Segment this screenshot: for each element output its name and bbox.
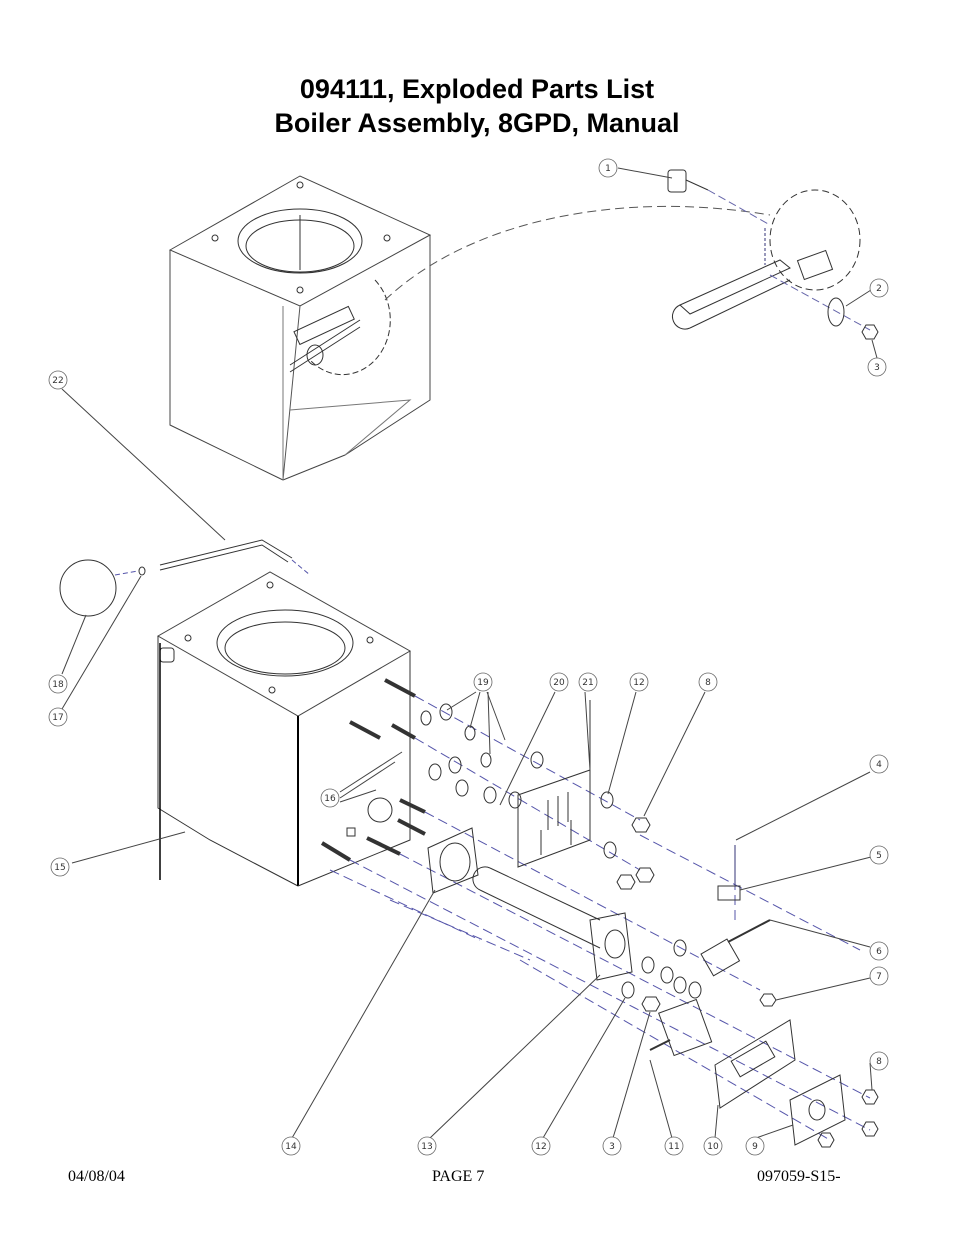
svg-text:18: 18 xyxy=(52,680,64,690)
svg-text:10: 10 xyxy=(707,1142,719,1152)
svg-text:9: 9 xyxy=(752,1142,758,1152)
svg-text:17: 17 xyxy=(52,713,63,723)
svg-text:3: 3 xyxy=(609,1142,615,1152)
callout-13: 13 xyxy=(417,1136,437,1156)
switch-assembly xyxy=(649,845,846,1146)
callout-12-top: 12 xyxy=(629,672,649,692)
svg-text:20: 20 xyxy=(553,678,565,688)
svg-text:7: 7 xyxy=(876,972,882,982)
element-detail xyxy=(667,169,879,340)
svg-text:14: 14 xyxy=(285,1142,297,1152)
svg-text:8: 8 xyxy=(705,678,711,688)
svg-text:22: 22 xyxy=(52,376,63,386)
callout-1: 1 xyxy=(598,158,618,178)
callout-19: 19 xyxy=(473,672,493,692)
svg-text:21: 21 xyxy=(582,678,593,688)
svg-text:11: 11 xyxy=(668,1142,679,1152)
svg-text:12: 12 xyxy=(633,678,644,688)
footer-page-number: PAGE 7 xyxy=(432,1168,485,1185)
callout-9: 9 xyxy=(745,1136,765,1156)
svg-text:6: 6 xyxy=(876,947,882,957)
callout-4: 4 xyxy=(869,754,889,774)
svg-text:13: 13 xyxy=(421,1142,432,1152)
svg-text:4: 4 xyxy=(876,760,882,770)
callout-17: 17 xyxy=(48,707,68,727)
svg-text:12: 12 xyxy=(535,1142,546,1152)
callout-3-bottom: 3 xyxy=(602,1136,622,1156)
svg-text:19: 19 xyxy=(477,678,489,688)
footer-document-number: 097059-S15- xyxy=(757,1168,841,1185)
lower-boiler-housing xyxy=(156,571,412,887)
callout-22: 22 xyxy=(48,370,68,390)
svg-text:2: 2 xyxy=(876,284,882,294)
callout-8-top: 8 xyxy=(698,672,718,692)
callout-3-top: 3 xyxy=(867,357,887,377)
svg-text:1: 1 xyxy=(605,164,611,174)
mounting-plate xyxy=(517,700,591,868)
leader-lines xyxy=(61,167,878,1139)
svg-text:5: 5 xyxy=(876,851,882,861)
callout-11: 11 xyxy=(664,1136,684,1156)
callout-8-bottom: 8 xyxy=(869,1051,889,1071)
heating-element xyxy=(472,866,633,981)
callout-5: 5 xyxy=(869,845,889,865)
callout-18: 18 xyxy=(48,674,68,694)
threaded-rods xyxy=(320,678,426,862)
callout-10: 10 xyxy=(703,1136,723,1156)
callout-16: 16 xyxy=(320,788,340,808)
page-title-line2: Boiler Assembly, 8GPD, Manual xyxy=(274,108,680,138)
callout-12-bottom: 12 xyxy=(531,1136,551,1156)
callout-2: 2 xyxy=(869,278,889,298)
callout-20: 20 xyxy=(549,672,569,692)
svg-text:8: 8 xyxy=(876,1057,882,1067)
fasteners xyxy=(420,703,879,1148)
page-title-line1: 094111, Exploded Parts List xyxy=(299,74,655,104)
callout-14: 14 xyxy=(281,1136,301,1156)
svg-text:3: 3 xyxy=(874,363,880,373)
svg-text:15: 15 xyxy=(54,863,65,873)
callout-7: 7 xyxy=(869,966,889,986)
callout-15: 15 xyxy=(50,857,70,877)
callout-21: 21 xyxy=(578,672,598,692)
gasket xyxy=(427,827,479,894)
upper-boiler-housing xyxy=(168,175,771,481)
float-assembly xyxy=(59,539,311,617)
footer-date: 04/08/04 xyxy=(68,1168,125,1185)
callout-6: 6 xyxy=(869,941,889,961)
svg-text:16: 16 xyxy=(324,794,336,804)
